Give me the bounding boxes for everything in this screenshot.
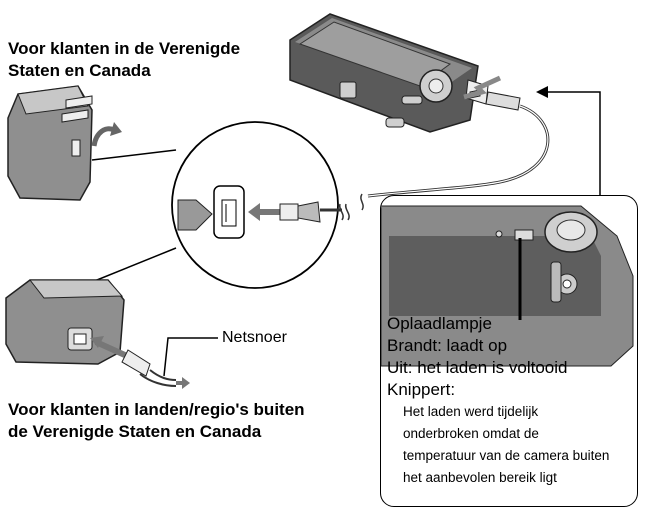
state-blinking: Knippert:: [387, 380, 456, 399]
blink-detail-line: Het laden werd tijdelijk: [403, 404, 539, 419]
charge-lamp-callout: [380, 195, 638, 507]
us-canada-label: Voor klanten in de Verenigde Staten en C…: [8, 39, 241, 80]
other-regions-label: Voor klanten in landen/regio's buiten de…: [8, 400, 305, 441]
indicator-arrow: [546, 91, 601, 198]
camera-illustration: [289, 13, 521, 133]
netsnoer-pointer: [163, 337, 218, 377]
state-complete: Uit: het laden is voltooid: [387, 358, 568, 377]
blink-detail-line: het aanbevolen bereik ligt: [403, 470, 557, 485]
power-cord-label: Netsnoer: [222, 329, 287, 346]
intl-ac-adapter: [5, 279, 190, 389]
us-ac-adapter: [7, 85, 93, 201]
charge-lamp-text: Oplaadlampje Brandt: laadt op Uit: het l…: [387, 313, 637, 489]
zoom-callout-circle: [91, 121, 350, 289]
insert-arrow-camera: [463, 75, 502, 100]
fold-arrow-icon: [91, 126, 116, 147]
charge-lamp-title: Oplaadlampje: [387, 314, 492, 333]
blink-detail-line: onderbroken omdat de: [403, 426, 539, 441]
blink-detail-line: temperatuur van de camera buiten: [403, 448, 610, 463]
state-charging: Brandt: laadt op: [387, 336, 508, 355]
